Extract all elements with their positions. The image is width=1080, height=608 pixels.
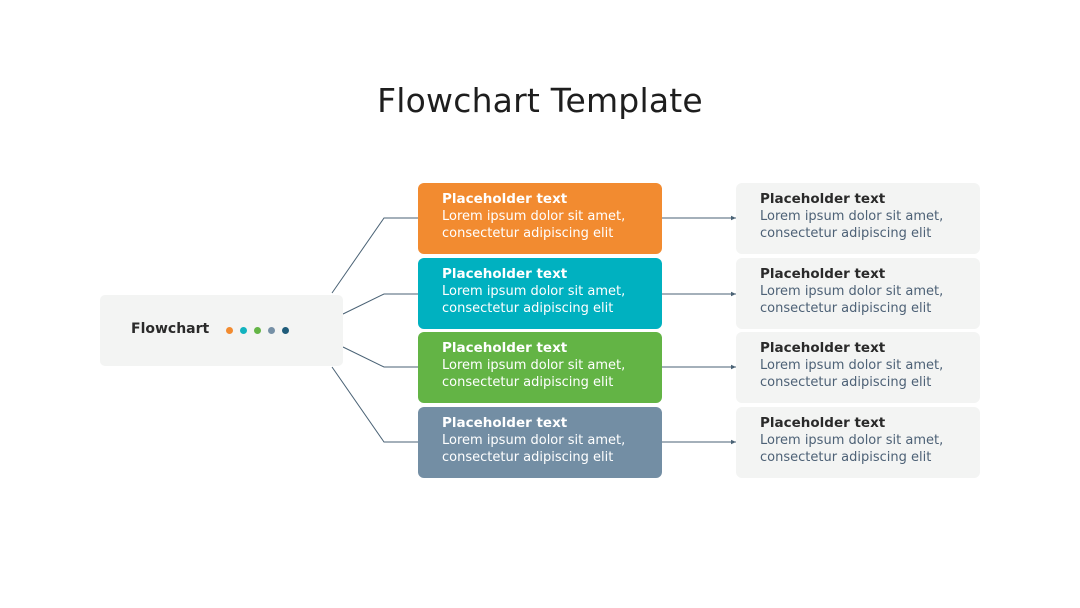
detail-text-line2: consectetur adipiscing elit (760, 375, 932, 390)
step-box-2: Placeholder text Lorem ipsum dolor sit a… (418, 258, 662, 329)
detail-title: Placeholder text (760, 266, 886, 282)
detail-box-4: Placeholder text Lorem ipsum dolor sit a… (736, 407, 980, 478)
dot-teal (240, 327, 247, 334)
step-title: Placeholder text (442, 340, 568, 356)
step-title: Placeholder text (442, 266, 568, 282)
detail-text-line1: Lorem ipsum dolor sit amet, (760, 284, 944, 299)
detail-text-line1: Lorem ipsum dolor sit amet, (760, 433, 944, 448)
root-node-dots (226, 327, 289, 334)
detail-text-line1: Lorem ipsum dolor sit amet, (760, 209, 944, 224)
root-node: Flowchart (100, 295, 343, 366)
step-text-line1: Lorem ipsum dolor sit amet, (442, 433, 626, 448)
detail-text-line2: consectetur adipiscing elit (760, 301, 932, 316)
detail-title: Placeholder text (760, 191, 886, 207)
detail-text-line1: Lorem ipsum dolor sit amet, (760, 358, 944, 373)
step-text-line1: Lorem ipsum dolor sit amet, (442, 209, 626, 224)
step-text-line1: Lorem ipsum dolor sit amet, (442, 358, 626, 373)
step-text-line2: consectetur adipiscing elit (442, 450, 614, 465)
step-title: Placeholder text (442, 415, 568, 431)
detail-box-1: Placeholder text Lorem ipsum dolor sit a… (736, 183, 980, 254)
root-node-label: Flowchart (131, 321, 210, 337)
detail-text-line2: consectetur adipiscing elit (760, 226, 932, 241)
detail-text-line2: consectetur adipiscing elit (760, 450, 932, 465)
detail-box-2: Placeholder text Lorem ipsum dolor sit a… (736, 258, 980, 329)
step-box-1: Placeholder text Lorem ipsum dolor sit a… (418, 183, 662, 254)
dot-orange (226, 327, 233, 334)
dot-slate (268, 327, 275, 334)
detail-title: Placeholder text (760, 415, 886, 431)
step-box-3: Placeholder text Lorem ipsum dolor sit a… (418, 332, 662, 403)
detail-title: Placeholder text (760, 340, 886, 356)
detail-box-3: Placeholder text Lorem ipsum dolor sit a… (736, 332, 980, 403)
step-title: Placeholder text (442, 191, 568, 207)
page-title: Flowchart Template (377, 81, 703, 120)
step-text-line1: Lorem ipsum dolor sit amet, (442, 284, 626, 299)
step-text-line2: consectetur adipiscing elit (442, 375, 614, 390)
dot-navy (282, 327, 289, 334)
step-box-4: Placeholder text Lorem ipsum dolor sit a… (418, 407, 662, 478)
step-text-line2: consectetur adipiscing elit (442, 226, 614, 241)
step-text-line2: consectetur adipiscing elit (442, 301, 614, 316)
dot-green (254, 327, 261, 334)
